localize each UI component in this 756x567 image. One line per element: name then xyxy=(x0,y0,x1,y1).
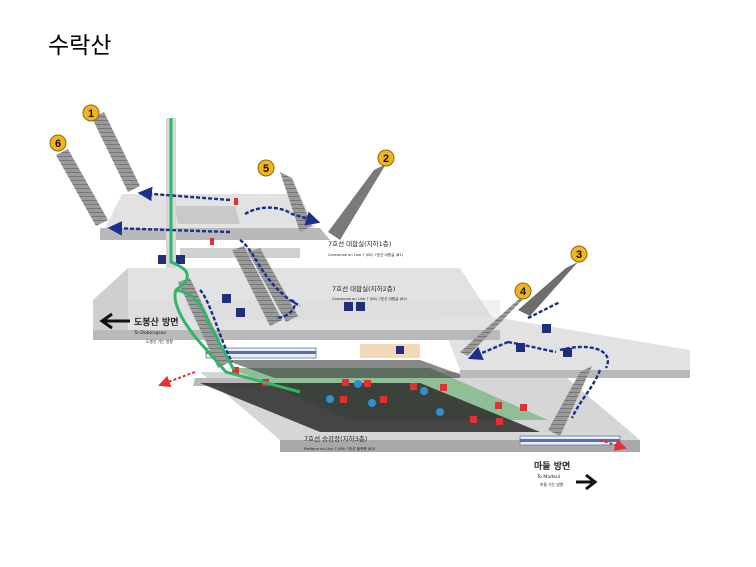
facility-marker xyxy=(368,399,376,407)
facility-marker xyxy=(520,404,527,411)
exit-badges: 1 6 5 2 3 4 xyxy=(49,104,588,300)
b1-floor-side xyxy=(100,228,330,240)
route-to-exit-4 xyxy=(467,340,509,360)
route-b1-loop xyxy=(275,299,296,320)
facility-marker xyxy=(410,383,417,390)
concourse-b1 xyxy=(100,194,330,264)
facility-marker xyxy=(234,198,238,205)
help-icon xyxy=(356,302,365,311)
exit-badge-3[interactable]: 3 xyxy=(570,245,588,263)
b2-floor-right xyxy=(440,318,690,370)
b2-floor-left-edge xyxy=(93,268,128,330)
direction-left: 도봉산 방면 To Dobongsan 도봉산 가는 방향 xyxy=(99,312,179,344)
stair-exit-4 xyxy=(460,294,528,356)
route-right-concourse xyxy=(507,340,557,354)
svg-text:3: 3 xyxy=(576,249,582,261)
stair-exit-3 xyxy=(518,262,578,316)
svg-text:5: 5 xyxy=(263,163,269,175)
route-accessible-2 xyxy=(175,288,236,371)
elevator-icon xyxy=(158,255,167,264)
direction-right: 마들 방면 To Madeul 마들 가는 방향 xyxy=(534,460,598,491)
route-to-exit-1 xyxy=(137,186,231,202)
stair-exit-6 xyxy=(56,149,108,226)
route-to-exit-2 xyxy=(244,206,321,226)
direction-right-en: To Madeul xyxy=(536,474,560,480)
route-green-paths xyxy=(169,118,301,394)
track-upper xyxy=(225,360,470,378)
direction-right-sub: 마들 가는 방향 xyxy=(540,482,564,487)
facility-marker xyxy=(440,384,447,391)
stair-b1-b2 xyxy=(232,246,282,326)
exit-badge-1[interactable]: 1 xyxy=(82,104,100,122)
info-icon xyxy=(542,324,551,333)
facility-marker xyxy=(420,387,428,395)
facility-marker xyxy=(326,395,334,403)
b1-red-markers xyxy=(210,198,238,245)
level-labels: 7호선 대합실(지하1층) Concourse on Line 7 (B1) 7… xyxy=(304,239,408,451)
level-b3-name: 7호선 승강장(지하3층) xyxy=(304,434,367,443)
stair-b2-b3-right xyxy=(548,366,592,436)
direction-left-sub: 도봉산 가는 방향 xyxy=(146,339,173,344)
b2-floor-right-side xyxy=(460,370,690,378)
exit-badge-6[interactable]: 6 xyxy=(49,134,67,152)
route-blue-paths xyxy=(107,186,609,419)
b2-room xyxy=(360,344,420,358)
facility-marker xyxy=(354,380,362,388)
facility-marker xyxy=(495,402,502,409)
facility-marker xyxy=(364,380,371,387)
level-b1-sub: Concourse on Line 7 (B1) 7호선 대합실 (B1) xyxy=(328,252,404,257)
page-title: 수락산 xyxy=(48,33,112,59)
exit-stairs xyxy=(56,112,592,436)
train-right xyxy=(519,435,621,446)
level-b2-name: 7호선 대합실(지하2층) xyxy=(332,284,395,293)
emergency-exit-right xyxy=(599,439,627,451)
svg-text:6: 6 xyxy=(55,138,61,150)
direction-left-en: To Dobongsan xyxy=(133,330,166,336)
level-b2-sub: Concourse on Line 7 (B2) 7호선 대합실 (B2) xyxy=(332,296,408,301)
arrow-right-head-icon xyxy=(585,473,598,491)
exit-badge-5[interactable]: 5 xyxy=(257,159,275,177)
facility-marker xyxy=(232,367,239,374)
info-icon xyxy=(563,348,572,357)
facility-marker xyxy=(436,408,444,416)
route-b1-b2 xyxy=(239,239,301,308)
toilet-icon xyxy=(396,346,404,354)
b1-gate-area xyxy=(175,206,240,224)
svg-text:2: 2 xyxy=(383,153,389,165)
info-icon xyxy=(236,308,245,317)
arrow-left-head-icon xyxy=(99,312,113,330)
facility-marker xyxy=(380,396,387,403)
elevator-icon xyxy=(222,294,231,303)
info-icon xyxy=(176,255,185,264)
direction-right-name: 마들 방면 xyxy=(534,460,570,472)
platform-level xyxy=(158,347,640,452)
level-b3-sub: Platform on Line 7 (B3) 7호선 플랫폼 (B3) xyxy=(304,446,376,451)
elevator-icon xyxy=(516,343,525,352)
facility-marker xyxy=(496,418,503,425)
ticket-icon xyxy=(344,302,353,311)
facility-marker xyxy=(342,379,349,386)
stair-exit-2 xyxy=(328,164,386,240)
facility-marker xyxy=(340,396,347,403)
exit-badge-2[interactable]: 2 xyxy=(377,149,395,167)
train-left xyxy=(205,347,317,359)
route-to-platform-right xyxy=(570,369,602,419)
svg-text:1: 1 xyxy=(88,108,94,120)
platform-blue-markers xyxy=(326,380,444,416)
exit-badge-4[interactable]: 4 xyxy=(514,282,532,300)
route-right-loop xyxy=(559,345,609,369)
emergency-exit-left xyxy=(158,371,196,388)
facility-marker xyxy=(470,416,477,423)
svg-text:4: 4 xyxy=(520,286,527,298)
track-lower xyxy=(200,383,540,432)
stair-exit-1 xyxy=(92,112,140,192)
stair-b2-b3 xyxy=(178,278,230,368)
direction-left-name: 도봉산 방면 xyxy=(134,316,179,328)
facility-marker xyxy=(210,238,214,245)
level-b1-name: 7호선 대합실(지하1층) xyxy=(328,239,391,248)
